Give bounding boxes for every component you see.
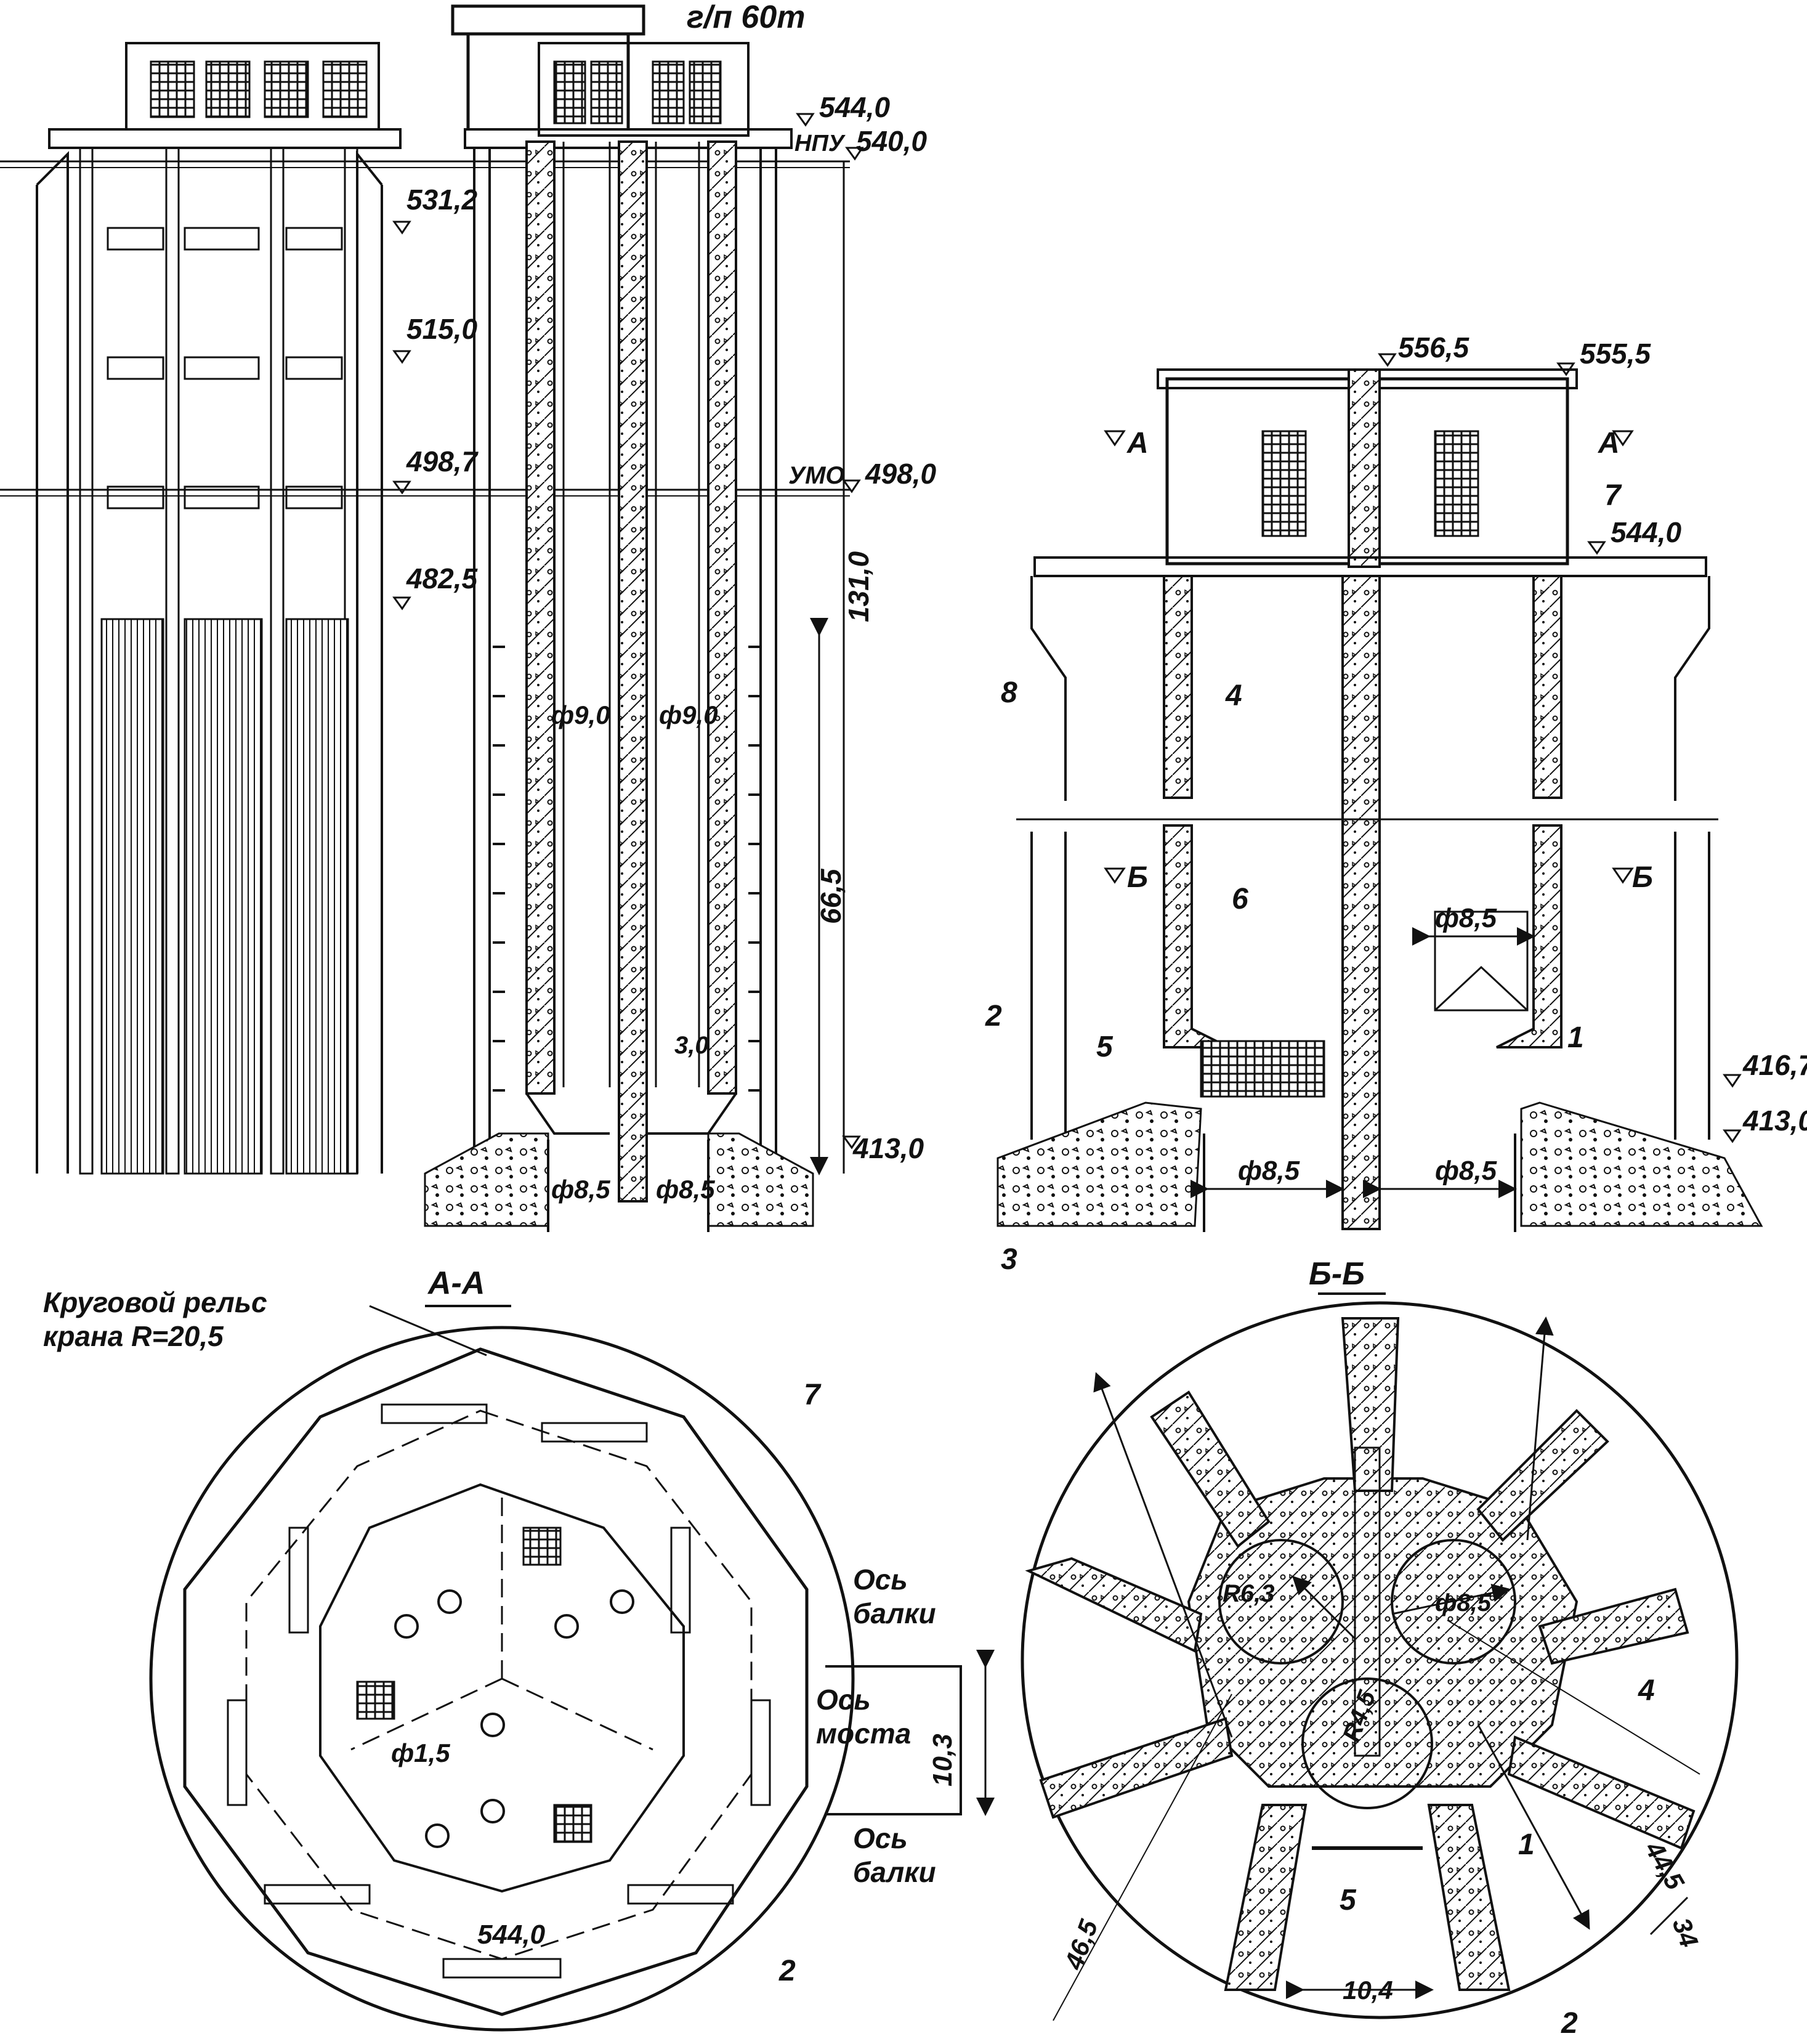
npu-label: НПУ (794, 131, 846, 156)
section-mark-a-left: A (1126, 427, 1149, 460)
callout-3-right: 3 (1001, 1243, 1017, 1276)
dim-d85-a: ф8,5 (551, 1175, 610, 1204)
umo-label: УМО (788, 462, 845, 489)
callout-7-right: 7 (1604, 479, 1622, 512)
bridge-axis-l2: моста (816, 1718, 911, 1750)
level-416: 416,7 (1742, 1049, 1807, 1081)
callout-2-bb: 2 (1561, 2007, 1578, 2040)
callout-4-bb: 4 (1638, 1674, 1655, 1707)
dim-10-3: 10,3 (928, 1734, 958, 1786)
section-aa-plan (149, 1305, 995, 2032)
callout-4-right: 4 (1225, 679, 1242, 712)
section-mark-b-left: Б (1127, 861, 1148, 894)
dim-d85-right: ф8,5 (1435, 1156, 1497, 1186)
section-bb-plan (1021, 1292, 1739, 2021)
level-531: 531,2 (406, 184, 478, 216)
level-482: 482,5 (406, 562, 479, 594)
cross-beams (107, 227, 343, 509)
dim-3: 3,0 (674, 1032, 709, 1059)
dim-46-5: 46,5 (1059, 1916, 1104, 1974)
dim-r6-3: R6,3 (1223, 1580, 1275, 1607)
rail-label-line1: Круговой рельс (43, 1286, 267, 1318)
rail-label-line2: крана R=20,5 (43, 1320, 224, 1352)
section-aa-title: A-A (427, 1265, 485, 1301)
section-mark-b-right: Б (1632, 861, 1653, 894)
section-mark-a-right: A (1598, 427, 1620, 460)
level-413-left: 413,0 (852, 1132, 924, 1164)
level-544-right: 544,0 (1611, 516, 1682, 548)
dim-d9-a: ф9,0 (551, 700, 610, 729)
callout-1-right: 1 (1567, 1021, 1584, 1054)
level-544-aa: 544,0 (477, 1920, 546, 1950)
level-544-left: 544,0 (819, 91, 891, 123)
trash-racks (100, 618, 349, 1175)
gantry-crane (451, 4, 645, 36)
bridge-axis-l1: Ось (816, 1684, 871, 1716)
ladder-rungs (493, 646, 761, 1092)
crane-capacity-label: г/п 60т (687, 0, 806, 35)
dim-d85-left: ф8,5 (1238, 1156, 1300, 1186)
callout-7-aa: 7 (804, 1379, 822, 1411)
dim-34: 34 (1667, 1914, 1704, 1951)
level-540: 540,0 (856, 125, 928, 157)
callout-6-right: 6 (1232, 883, 1248, 915)
level-515: 515,0 (406, 313, 478, 345)
beam-axis-bottom-l2: балки (853, 1856, 936, 1888)
dim-d85-mid: ф8,5 (1435, 903, 1497, 933)
dim-10-4: 10,4 (1343, 1976, 1393, 2005)
callout-5-right: 5 (1096, 1031, 1114, 1063)
right-section-view (996, 353, 1763, 1232)
hoist-pulleys (394, 1589, 634, 1848)
callout-8-right: 8 (1001, 676, 1017, 709)
level-498: 498,0 (865, 458, 937, 490)
dim-131: 131,0 (843, 551, 875, 622)
level-markers-left (392, 113, 864, 1150)
callout-5-bb: 5 (1340, 1884, 1357, 1916)
beam-axis-top-l1: Ось (853, 1563, 908, 1596)
callout-1-bb: 1 (1518, 1828, 1535, 1861)
dim-d9-b: ф9,0 (659, 700, 718, 729)
section-bb-title: Б-Б (1309, 1256, 1365, 1292)
left-facade-view (0, 42, 850, 1175)
level-413-right: 413,0 (1742, 1105, 1807, 1137)
left-section-view (392, 4, 864, 1232)
level-556: 556,5 (1398, 331, 1470, 363)
dim-phi-8-5-bb: ф8,5 (1435, 1589, 1492, 1616)
dim-d85-b: ф8,5 (656, 1175, 715, 1204)
beam-axis-top-l2: балки (853, 1597, 936, 1629)
level-555: 555,5 (1580, 338, 1652, 370)
callout-2-aa: 2 (778, 1955, 796, 1987)
callout-2-right: 2 (985, 1000, 1002, 1032)
level-498-7: 498,7 (406, 445, 479, 477)
gate-slots-aa (227, 1403, 771, 1979)
beam-axis-bottom-l1: Ось (853, 1822, 908, 1854)
dim-66: 66,5 (815, 868, 847, 924)
dim-phi-1-5: ф1,5 (391, 1738, 450, 1767)
